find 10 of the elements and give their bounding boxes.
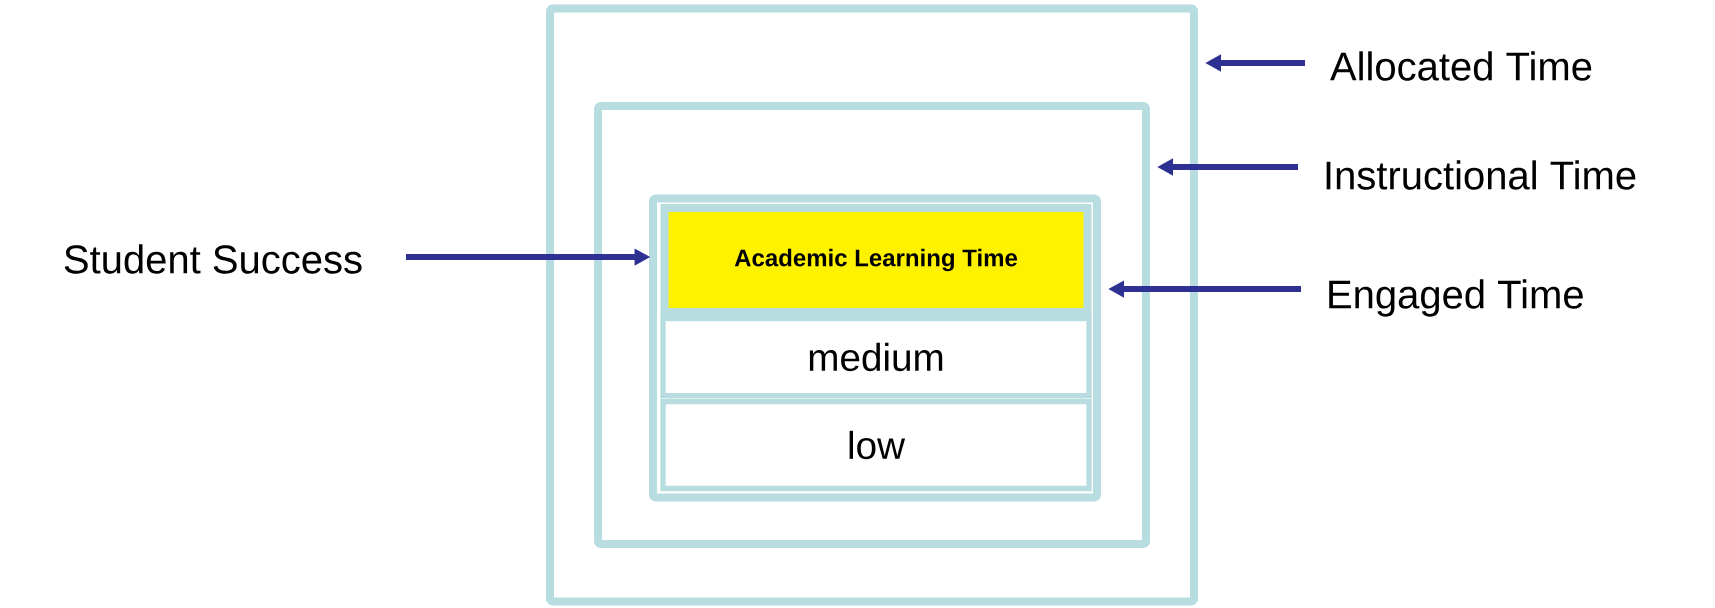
frame-box [649, 194, 1101, 502]
time-label: Student Success [64, 244, 362, 274]
frame-box [594, 102, 1150, 548]
level-box: medium [660, 315, 1092, 399]
time-label: Allocated Time [1330, 51, 1592, 81]
frame-box [546, 4, 1198, 606]
time-label: Engaged Time [1329, 279, 1583, 317]
time-label: Instructional Time [1326, 160, 1636, 190]
level-box: low [660, 398, 1092, 492]
highlight-box: Academic Learning Time [660, 204, 1092, 316]
